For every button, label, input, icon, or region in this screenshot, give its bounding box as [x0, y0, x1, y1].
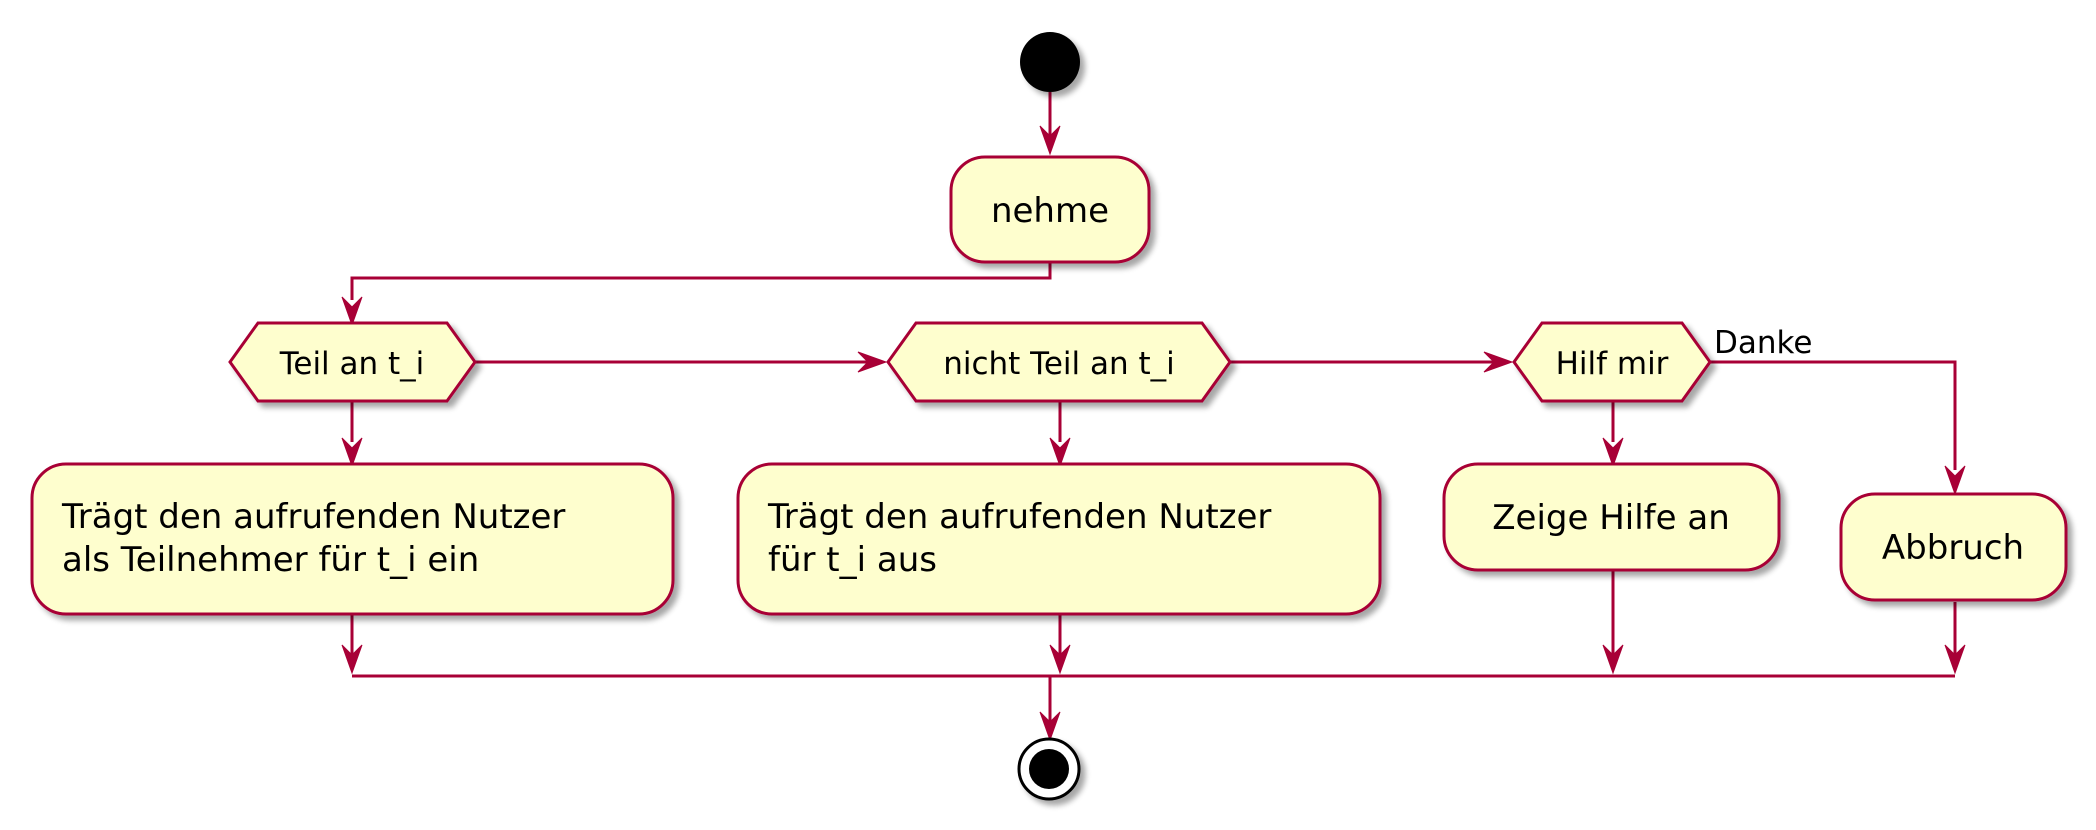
- decision-hilf-mir: Hilf mir: [1512, 321, 1712, 403]
- action-austragen-line-1: Trägt den aufrufenden Nutzer: [767, 497, 1271, 537]
- arrowheads: [341, 125, 1966, 742]
- arrowhead: [1483, 351, 1514, 373]
- action-eintragen-line-2: als Teilnehmer für t_i ein: [62, 540, 479, 580]
- action-abbruch-label: Abbruch: [1882, 528, 2024, 568]
- arrowhead: [1049, 437, 1071, 468]
- action-austragen: Trägt den aufrufenden Nutzer für t_i aus: [736, 462, 1382, 616]
- edge-decision-3-danke: [1710, 360, 1957, 470]
- edge-nehme-to-decision-1: [350, 262, 1052, 300]
- arrowhead: [341, 437, 363, 468]
- arrowhead: [1039, 711, 1061, 742]
- action-hilfe: Zeige Hilfe an: [1442, 462, 1781, 572]
- arrowhead: [1944, 644, 1966, 675]
- decision-nicht-teil-an-label: nicht Teil an t_i: [943, 346, 1175, 382]
- arrowhead: [857, 351, 888, 373]
- edge-label-danke: Danke: [1714, 325, 1812, 361]
- action-abbruch: Abbruch: [1839, 492, 2068, 602]
- start-node: [1020, 32, 1080, 92]
- decision-nicht-teil-an: nicht Teil an t_i: [886, 321, 1232, 403]
- action-eintragen: Trägt den aufrufenden Nutzer als Teilneh…: [30, 462, 675, 616]
- edges: [350, 92, 1957, 722]
- arrowhead: [341, 296, 363, 327]
- arrowhead: [1944, 465, 1966, 496]
- decision-teil-an-label: Teil an t_i: [279, 346, 425, 382]
- action-austragen-line-2: für t_i aus: [768, 540, 937, 580]
- activity-nehme-label: nehme: [991, 191, 1109, 231]
- action-eintragen-line-1: Trägt den aufrufenden Nutzer: [61, 497, 565, 537]
- decision-teil-an: Teil an t_i: [228, 321, 477, 403]
- arrowhead: [1049, 644, 1071, 675]
- action-hilfe-label: Zeige Hilfe an: [1492, 498, 1730, 538]
- arrowhead: [341, 644, 363, 675]
- end-node: [1017, 737, 1081, 801]
- arrowhead: [1602, 437, 1624, 468]
- arrowhead: [1602, 644, 1624, 675]
- decision-hilf-mir-label: Hilf mir: [1556, 346, 1669, 382]
- activity-nehme: nehme: [949, 155, 1151, 264]
- arrowhead: [1039, 125, 1061, 156]
